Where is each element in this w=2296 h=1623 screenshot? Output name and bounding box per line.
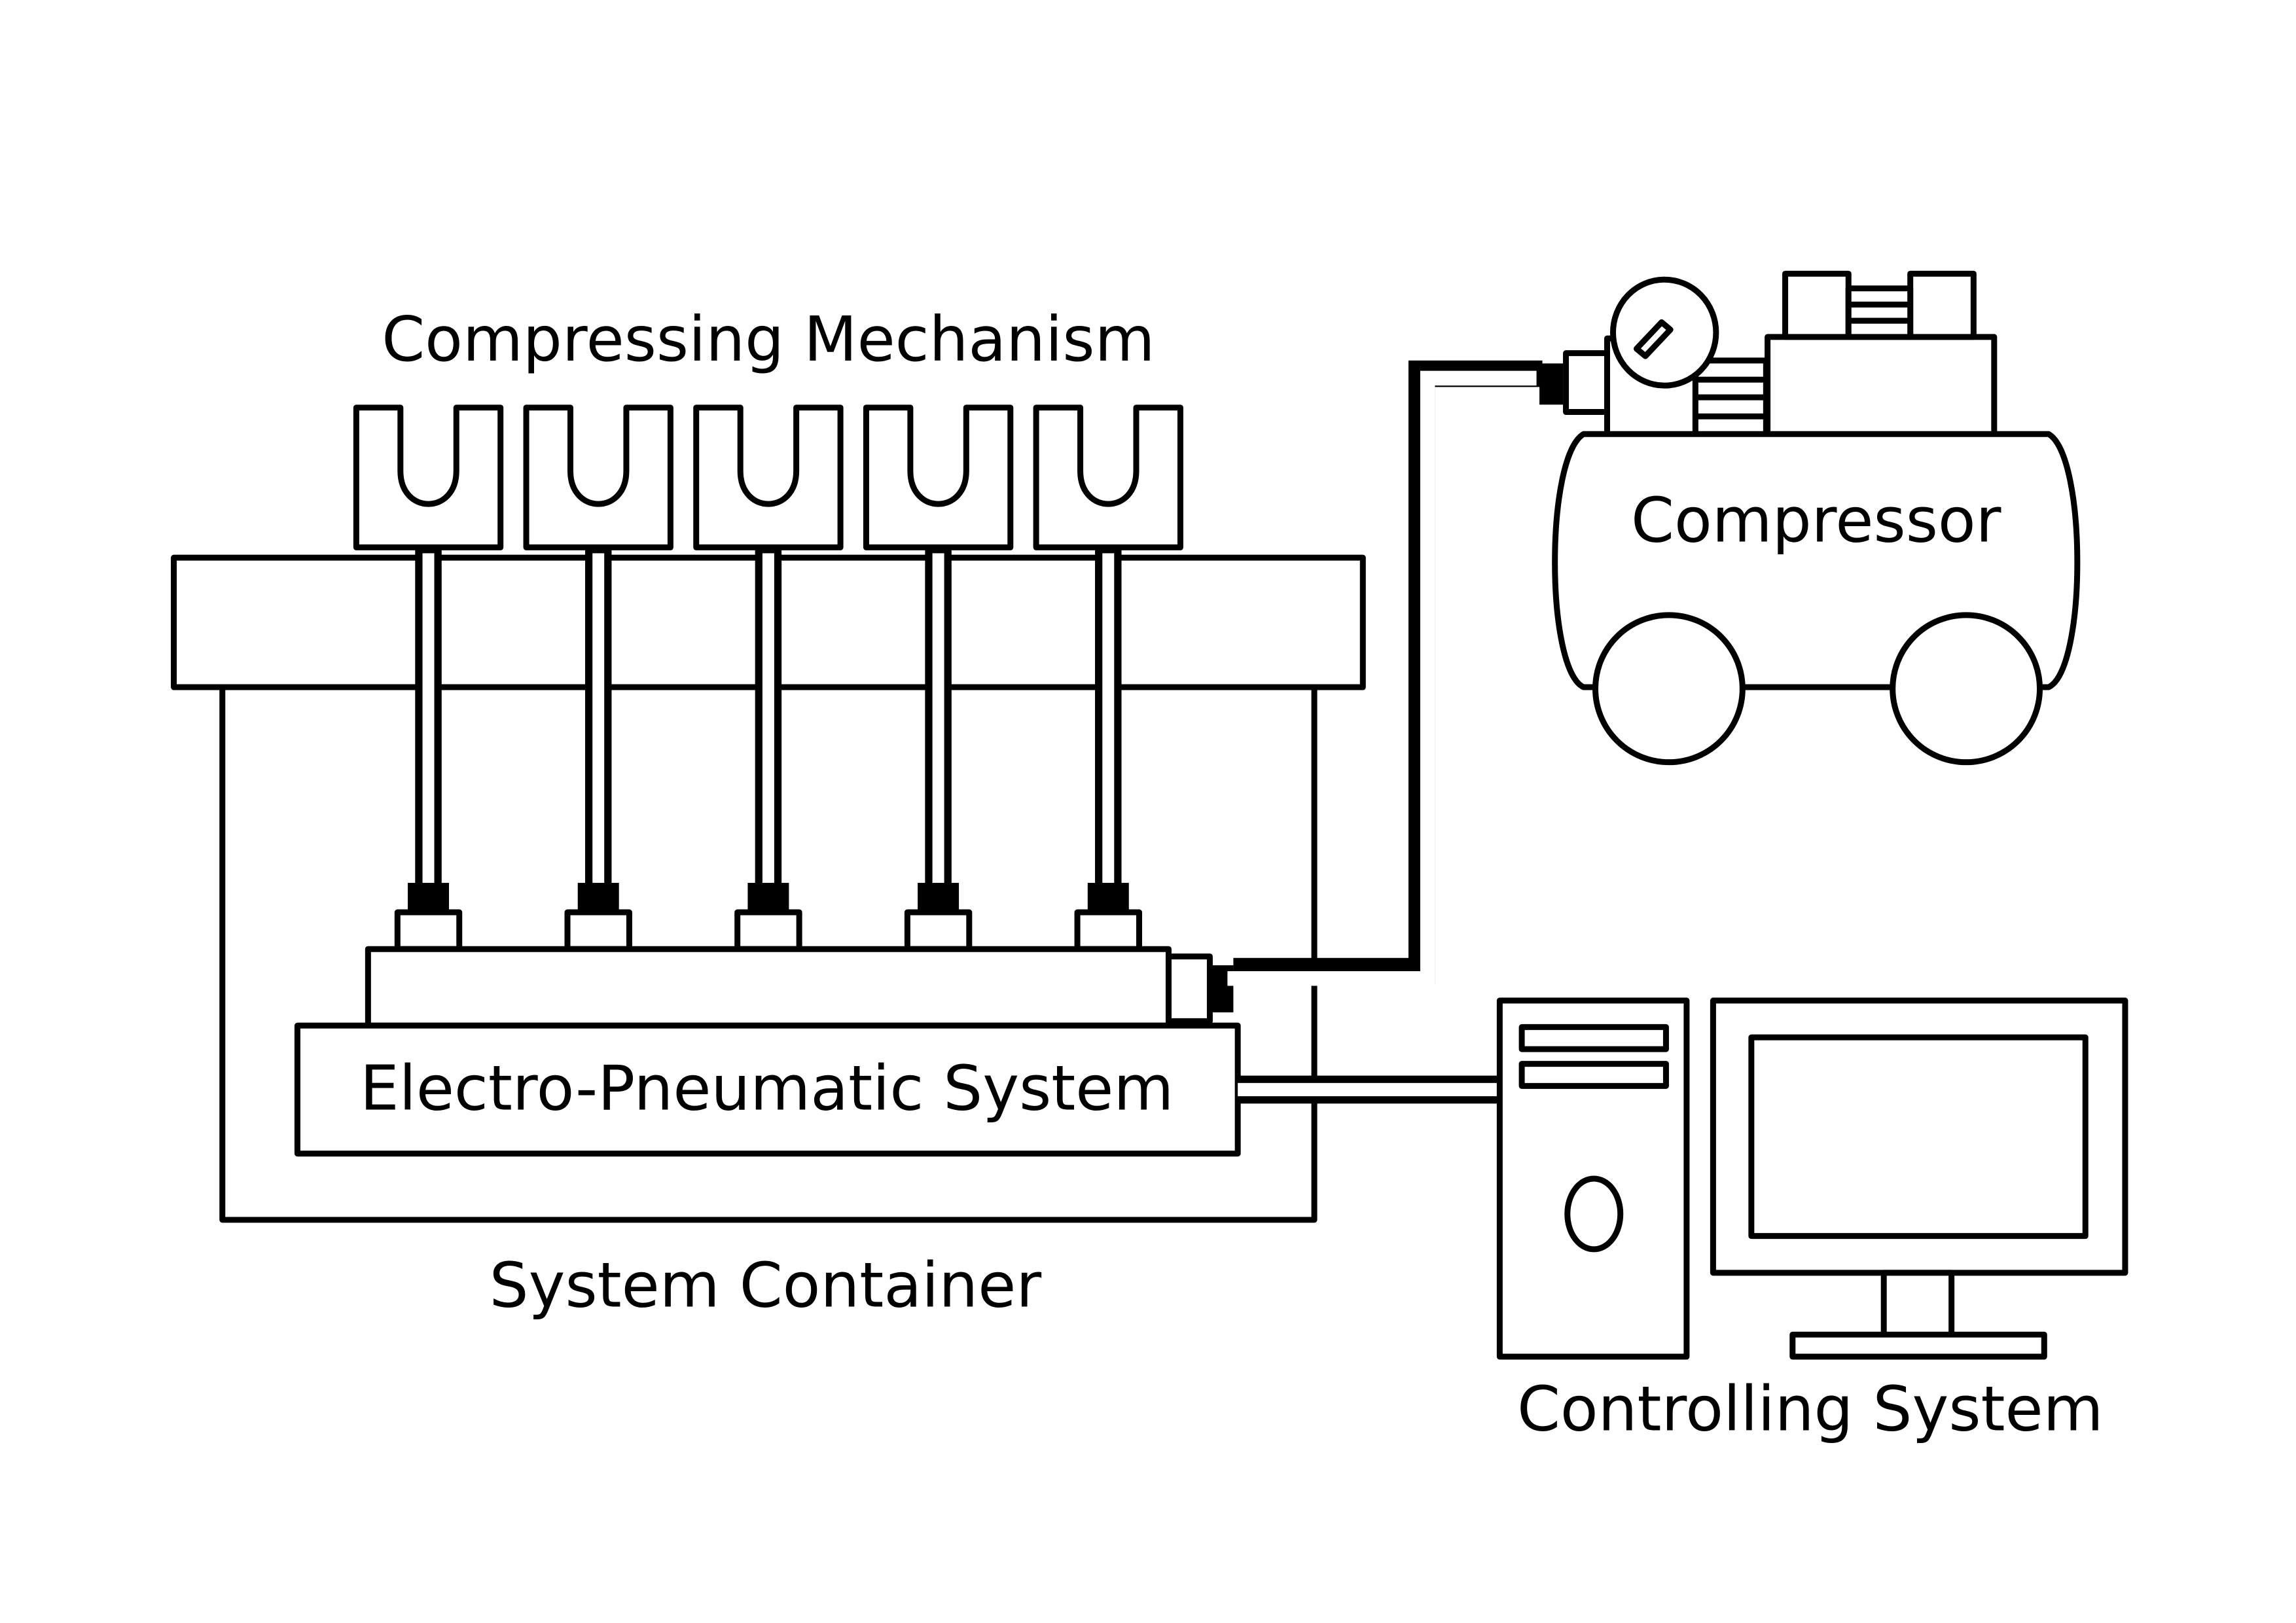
cooling-fins-lower [1692,357,1769,440]
label-compressing-mechanism: Compressing Mechanism [382,304,1155,376]
label-system-container: System Container [490,1250,1042,1322]
monitor-base [1789,1331,2047,1360]
electro-pneumatic-manifold [365,946,1234,1029]
piston-rod-core [592,553,605,883]
cylinder-right [1907,270,1977,340]
monitor [1710,997,2128,1360]
manifold-outlet [1165,953,1213,1024]
cylinder-fitting [394,909,463,952]
label-compressor: Compressor [1631,484,2001,556]
rod-coupling [577,883,619,913]
compressor [1539,270,2081,766]
cylinder-fitting [734,909,802,952]
u-holder [863,404,1014,550]
cylinder-fitting [1074,909,1143,952]
rod-coupling [918,883,960,913]
signal-cable [1238,1075,1501,1104]
hose-core [1227,370,1537,986]
compressing-mechanism [353,404,1183,952]
monitor-neck [1880,1270,1955,1340]
label-electro-pneumatic-system: Electro-Pneumatic System [360,1052,1174,1124]
rod-coupling [1087,883,1129,913]
cooling-fins-upper [1845,285,1914,340]
wheel-left [1592,612,1746,766]
air-hose [1227,360,1543,986]
drive-bay-1 [1518,1024,1669,1052]
fin-block [1845,285,1914,340]
manifold-bar [365,946,1172,1029]
hose-fitting [1563,350,1611,416]
cylinder-fitting [904,909,973,952]
computer-tower [1496,997,1690,1360]
electro-pneumatic-system [294,1022,1241,1157]
cylinder-left [1782,270,1852,340]
electro-pneumatic-box [294,1022,1241,1157]
cable-inner [1238,1082,1501,1097]
piston-rod-core [1102,553,1115,883]
rod-coupling [408,883,450,913]
hose-fitting-nut [1539,363,1564,405]
u-holder [353,404,504,550]
motor-housing [1765,334,1998,439]
piston-rod-core [932,553,944,883]
u-holder [523,404,673,550]
u-holder [693,404,844,550]
label-controlling-system: Controlling System [1517,1373,2104,1445]
monitor-screen [1748,1034,2089,1240]
power-button-icon [1564,1175,1624,1253]
cylinder-fitting [564,909,632,952]
wheel-right [1890,612,2043,766]
piston-rod-core [422,553,435,883]
drive-bay-2 [1518,1061,1669,1089]
piston-rod-core [762,553,774,883]
u-holder [1033,404,1183,550]
controlling-system [1496,997,2128,1360]
rod-coupling [747,883,789,913]
gauge-needle-icon [1633,319,1674,359]
